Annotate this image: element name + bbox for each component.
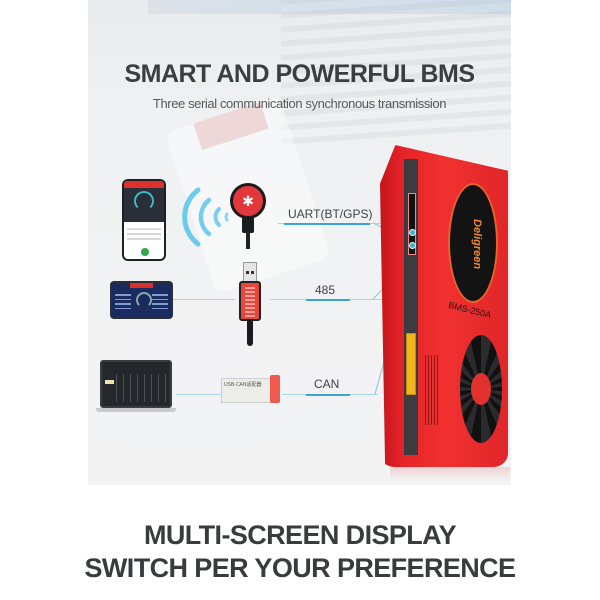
- usb-plug-icon: [243, 262, 257, 282]
- smartphone-image: [122, 179, 166, 261]
- spec-label: [425, 355, 439, 425]
- banner-subtitle: Three serial communication synchronous t…: [152, 96, 447, 111]
- connector-line-485-accent: [306, 299, 350, 301]
- gauge-icon: [136, 292, 152, 308]
- uart-label: UART(BT/GPS): [288, 207, 373, 221]
- terminal-bar: [406, 333, 416, 395]
- connector-line-can-left: [176, 394, 222, 395]
- connector-line-485-left: [173, 299, 235, 300]
- product-banner: SMART AND POWERFUL BMS Three serial comm…: [88, 0, 511, 485]
- footer-heading-line1: MULTI-SCREEN DISPLAY: [143, 520, 457, 550]
- bluetooth-icon: ✱: [242, 192, 254, 209]
- rs485-label: 485: [315, 283, 336, 297]
- bms-device-image: Deligreen BMS-250A: [380, 145, 510, 481]
- bluetooth-dongle-image: ✱: [228, 183, 268, 278]
- connector-line-can-accent: [306, 394, 350, 396]
- laptop-image: [96, 360, 176, 415]
- rs485-port-icon: [409, 242, 416, 249]
- port-label: [408, 193, 416, 255]
- usb-485-adapter-image: [235, 262, 265, 347]
- background-monitor-edge: [148, 0, 511, 14]
- connector-line-uart-accent: [284, 223, 370, 225]
- footer-heading-line2: SWITCH PER YOUR PREFERENCE: [84, 553, 517, 583]
- brand-logo: Deligreen: [471, 219, 483, 270]
- uart-port-icon: [409, 229, 416, 236]
- wireless-signal-icon: [182, 187, 229, 247]
- usb-can-adapter-image: USB-CAN适配器: [221, 375, 281, 405]
- banner-title: SMART AND POWERFUL BMS: [124, 60, 475, 88]
- can-label: CAN: [314, 377, 340, 391]
- brand-badge: [448, 183, 498, 303]
- gauge-icon: [134, 191, 154, 211]
- display-tablet-image: [110, 281, 173, 319]
